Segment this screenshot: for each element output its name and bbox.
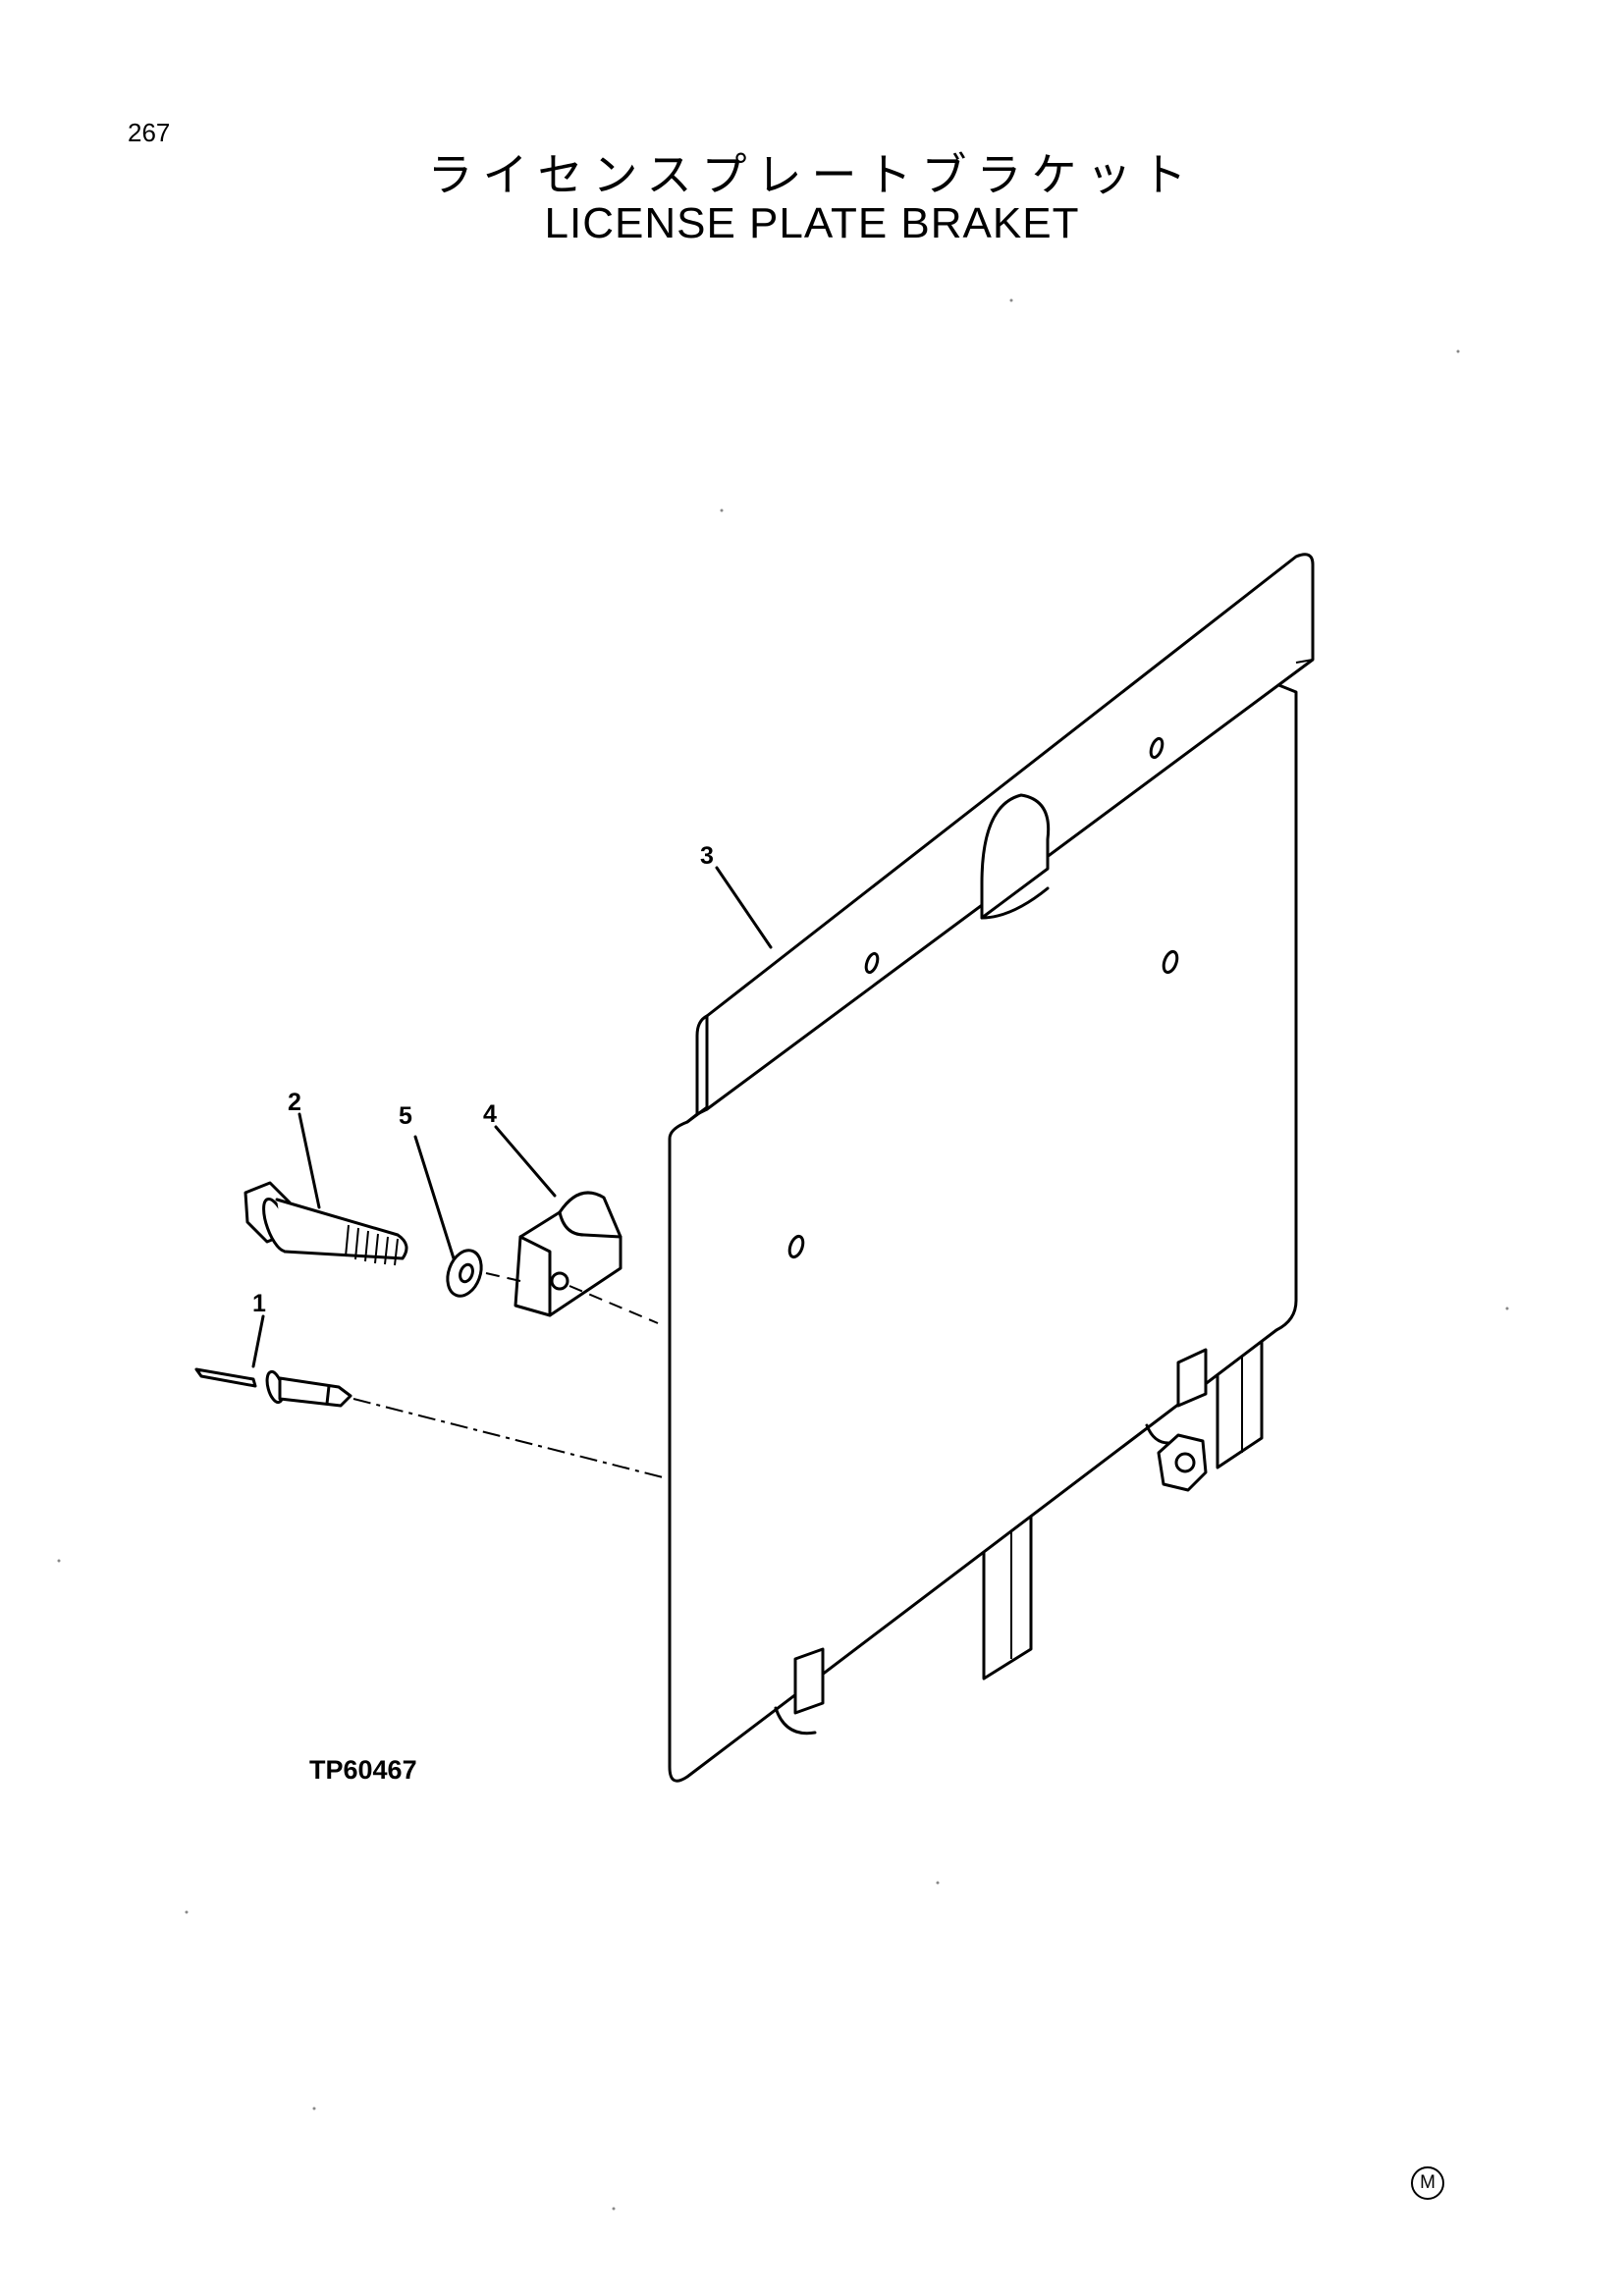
callout-4: 4: [483, 1100, 497, 1128]
flange-bolt: [244, 1181, 408, 1266]
rivet: [194, 1367, 352, 1408]
page-number: 267: [128, 118, 171, 147]
figure-code: TP60467: [309, 1755, 417, 1785]
license-plate-bracket: [668, 553, 1315, 1783]
callout-2: 2: [288, 1089, 301, 1116]
washer: [446, 1249, 483, 1298]
clip: [514, 1191, 623, 1317]
corner-mark: M: [1411, 2166, 1444, 2200]
title-japanese: ライセンスプレートブラケット: [427, 148, 1197, 201]
callout-3: 3: [700, 842, 714, 870]
title-english: LICENSE PLATE BRAKET: [544, 199, 1080, 247]
callout-1: 1: [252, 1290, 266, 1317]
callout-5: 5: [399, 1102, 412, 1130]
scan-specks: [57, 298, 1509, 2211]
